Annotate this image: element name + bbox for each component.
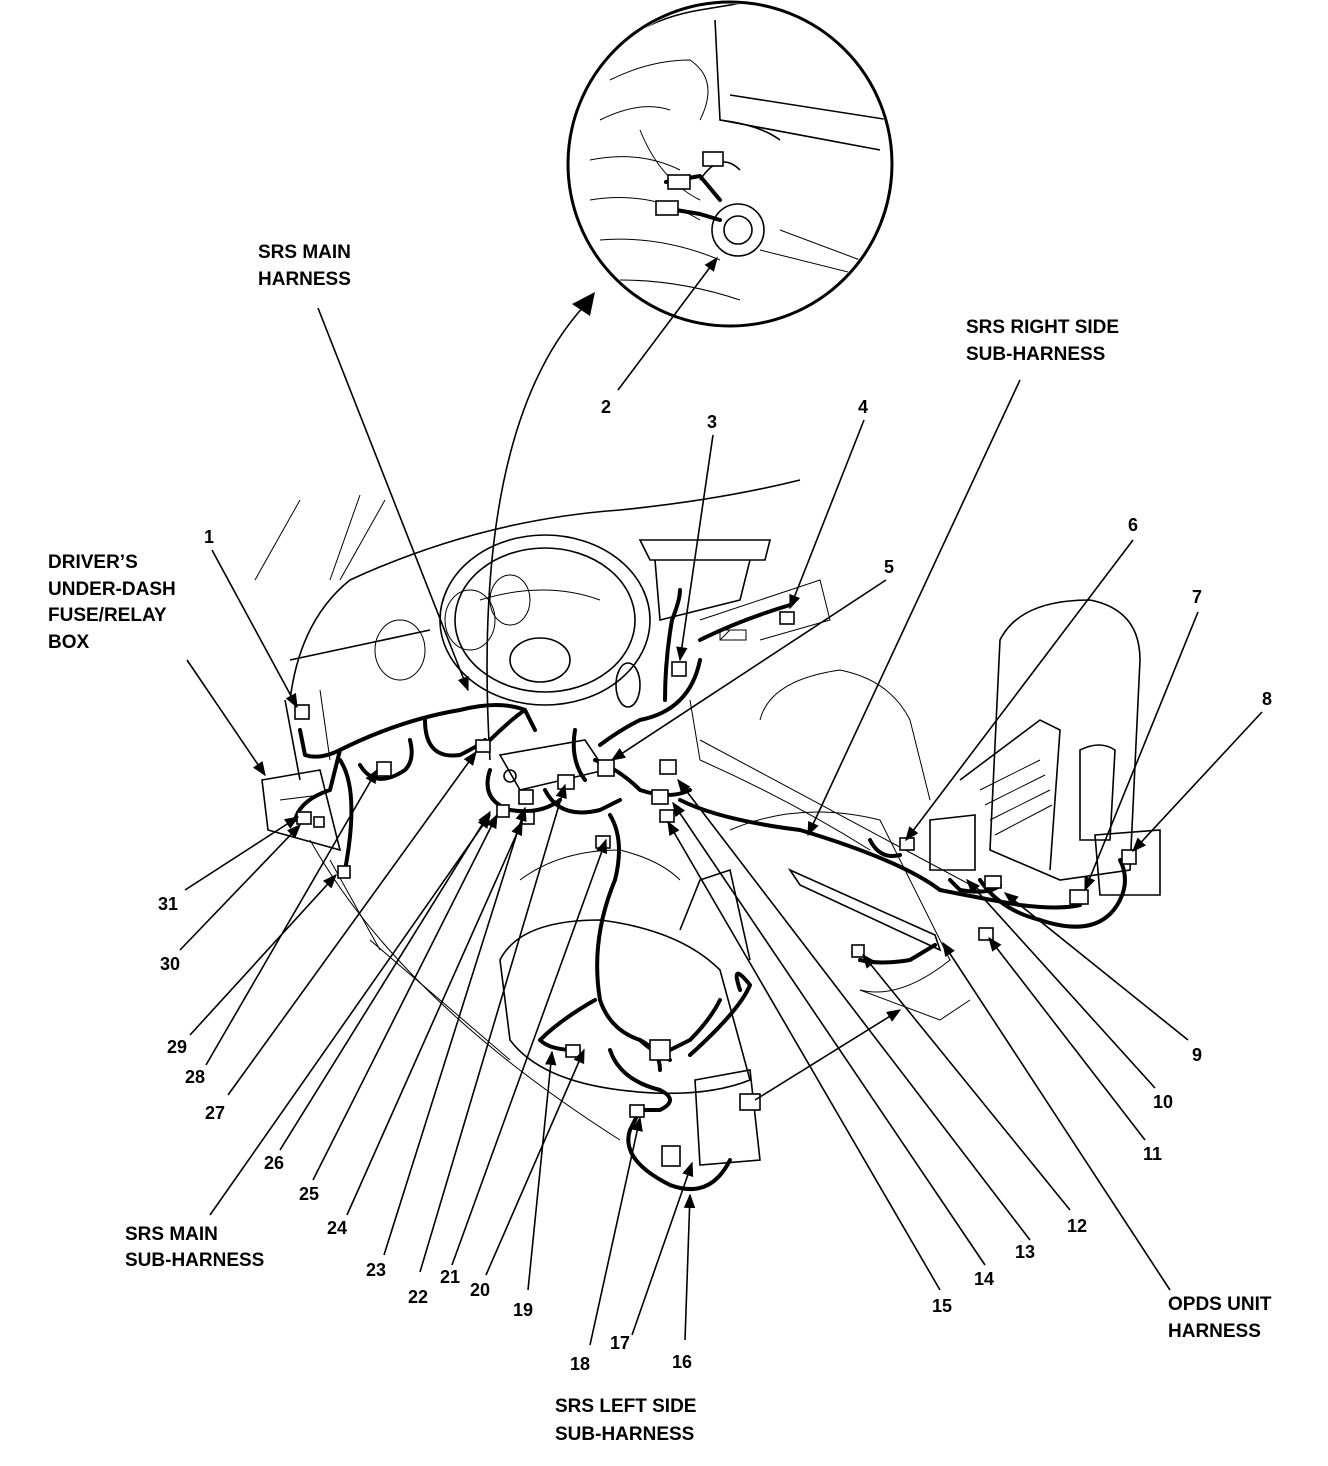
label-opds-unit-harness: OPDS UNIT HARNESS — [1168, 1294, 1272, 1342]
callout-13: 13 — [1015, 1242, 1035, 1262]
callout-26: 26 — [264, 1153, 284, 1173]
svg-text:SUB-HARNESS: SUB-HARNESS — [966, 344, 1105, 365]
svg-text:FUSE/RELAY: FUSE/RELAY — [48, 605, 167, 626]
detail-inset — [566, 0, 894, 328]
callout-15: 15 — [932, 1296, 952, 1316]
inset-arrow — [486, 304, 586, 761]
callout-28: 28 — [185, 1067, 205, 1087]
svg-text:SRS LEFT SIDE: SRS LEFT SIDE — [555, 1396, 696, 1417]
left-seat — [309, 839, 751, 1141]
svg-text:DRIVER’S: DRIVER’S — [48, 552, 138, 573]
left-pillar-box — [694, 1069, 761, 1166]
callout-numbers: 1 2 3 4 5 6 7 8 9 10 11 12 13 14 15 16 1… — [158, 397, 1272, 1374]
callout-8: 8 — [1262, 689, 1272, 709]
harness-wires — [293, 588, 1127, 1191]
callout-10: 10 — [1153, 1092, 1173, 1112]
svg-text:HARNESS: HARNESS — [1168, 1321, 1261, 1342]
callout-11: 11 — [1143, 1144, 1162, 1164]
inset-arrowhead — [572, 292, 595, 316]
callout-25: 25 — [299, 1184, 319, 1204]
svg-text:UNDER-DASH: UNDER-DASH — [48, 579, 176, 600]
callout-16: 16 — [672, 1352, 692, 1372]
callout-24: 24 — [327, 1218, 347, 1238]
label-drivers-fuse-box: DRIVER’S UNDER-DASH FUSE/RELAY BOX — [48, 552, 176, 653]
callout-31: 31 — [158, 894, 178, 914]
srs-unit — [498, 739, 607, 791]
connectors — [294, 611, 1137, 1167]
callout-19: 19 — [513, 1300, 533, 1320]
leader-lines — [179, 256, 1263, 1346]
right-seat — [729, 599, 1141, 1021]
callout-20: 20 — [470, 1280, 490, 1300]
callout-3: 3 — [707, 412, 717, 432]
callout-14: 14 — [974, 1269, 994, 1289]
callout-4: 4 — [858, 397, 868, 417]
svg-text:SUB-HARNESS: SUB-HARNESS — [125, 1250, 264, 1271]
callout-2: 2 — [601, 397, 611, 417]
svg-text:SRS MAIN: SRS MAIN — [125, 1224, 218, 1245]
svg-text:OPDS UNIT: OPDS UNIT — [1168, 1294, 1272, 1315]
svg-text:HARNESS: HARNESS — [258, 269, 351, 290]
right-pillar-box — [1094, 829, 1161, 896]
callout-18: 18 — [570, 1354, 590, 1374]
label-srs-left-side-sub-harness: SRS LEFT SIDE SUB-HARNESS — [555, 1396, 696, 1445]
callout-5: 5 — [884, 557, 894, 577]
callout-21: 21 — [440, 1267, 460, 1287]
callout-9: 9 — [1192, 1045, 1202, 1065]
callout-23: 23 — [366, 1260, 386, 1280]
svg-text:SRS RIGHT SIDE: SRS RIGHT SIDE — [966, 317, 1119, 338]
dashboard — [254, 479, 981, 891]
svg-text:SUB-HARNESS: SUB-HARNESS — [555, 1424, 694, 1445]
callout-12: 12 — [1067, 1216, 1087, 1236]
callout-6: 6 — [1128, 515, 1138, 535]
callout-7: 7 — [1192, 587, 1202, 607]
svg-text:BOX: BOX — [48, 632, 90, 653]
callout-1: 1 — [204, 527, 214, 547]
callout-30: 30 — [160, 954, 180, 974]
callout-29: 29 — [167, 1037, 187, 1057]
callout-27: 27 — [205, 1103, 225, 1123]
label-srs-main-harness: SRS MAIN HARNESS — [258, 242, 351, 290]
svg-text:SRS MAIN: SRS MAIN — [258, 242, 351, 263]
label-srs-right-side-sub-harness: SRS RIGHT SIDE SUB-HARNESS — [966, 317, 1119, 365]
callout-17: 17 — [610, 1333, 630, 1353]
label-srs-main-sub-harness: SRS MAIN SUB-HARNESS — [125, 1224, 264, 1271]
callout-22: 22 — [408, 1287, 428, 1307]
